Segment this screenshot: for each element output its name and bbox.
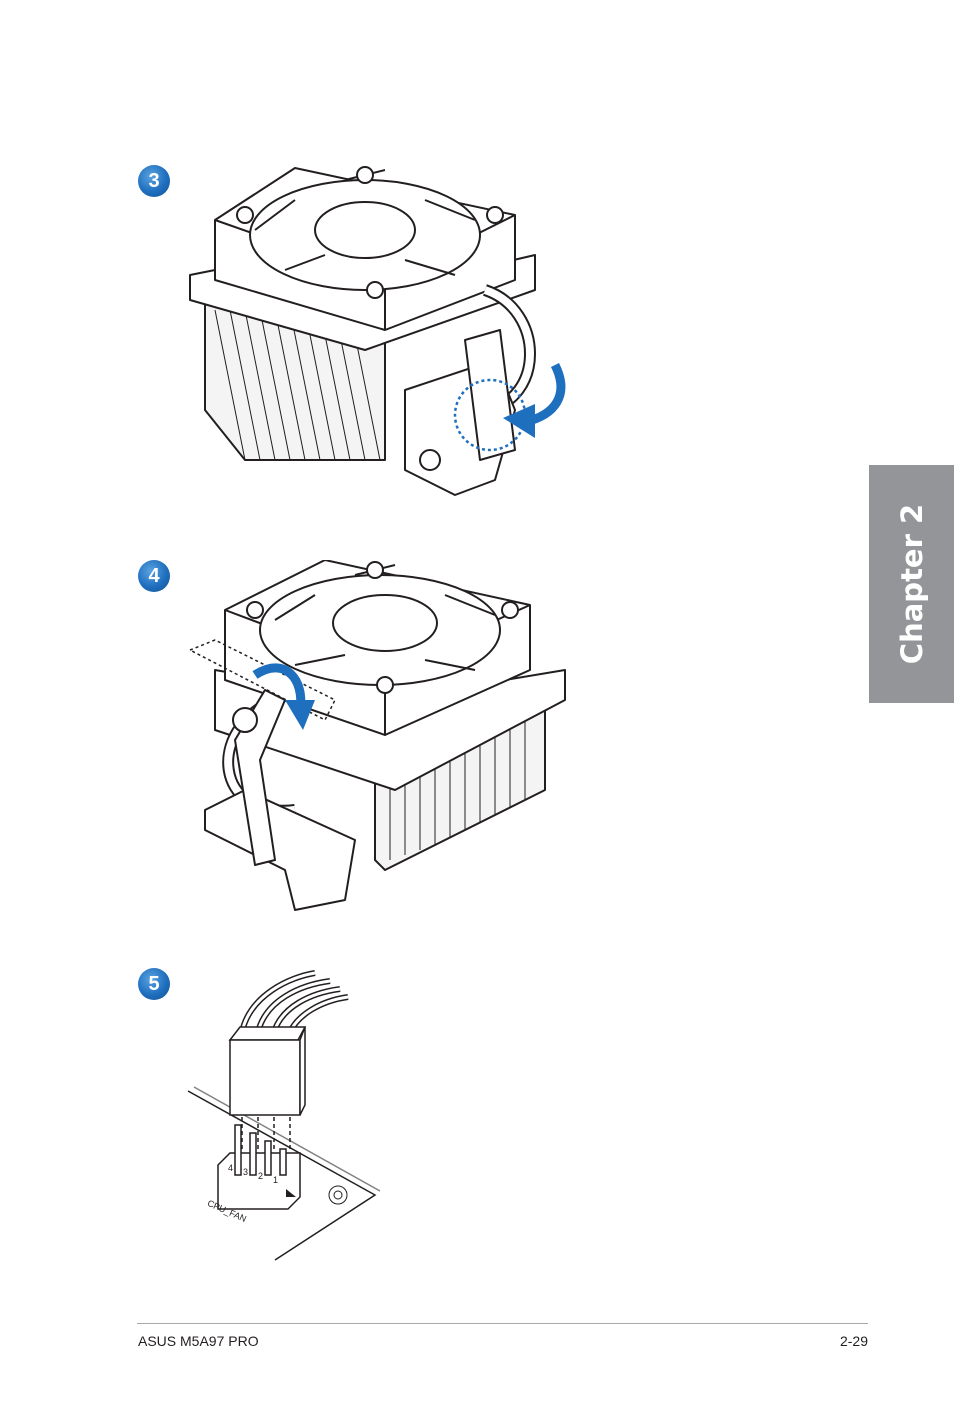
step-3-illustration [185,160,585,505]
footer-product-name: ASUS M5A97 PRO [138,1333,259,1349]
pin-label-4: 4 [228,1163,233,1173]
pin-label-3: 3 [243,1167,248,1177]
footer-page-number: 2-29 [840,1333,868,1349]
pin-label-1: 1 [273,1175,278,1185]
chapter-tab: Chapter 2 [869,465,954,703]
step-5-badge: 5 [138,968,170,1000]
pin-label-2: 2 [258,1171,263,1181]
step-4-illustration [185,560,575,915]
step-3-badge: 3 [138,165,170,197]
step-5-illustration [180,965,390,1270]
step-4-badge: 4 [138,560,170,592]
chapter-label: Chapter 2 [895,504,929,664]
footer-divider [137,1323,868,1324]
